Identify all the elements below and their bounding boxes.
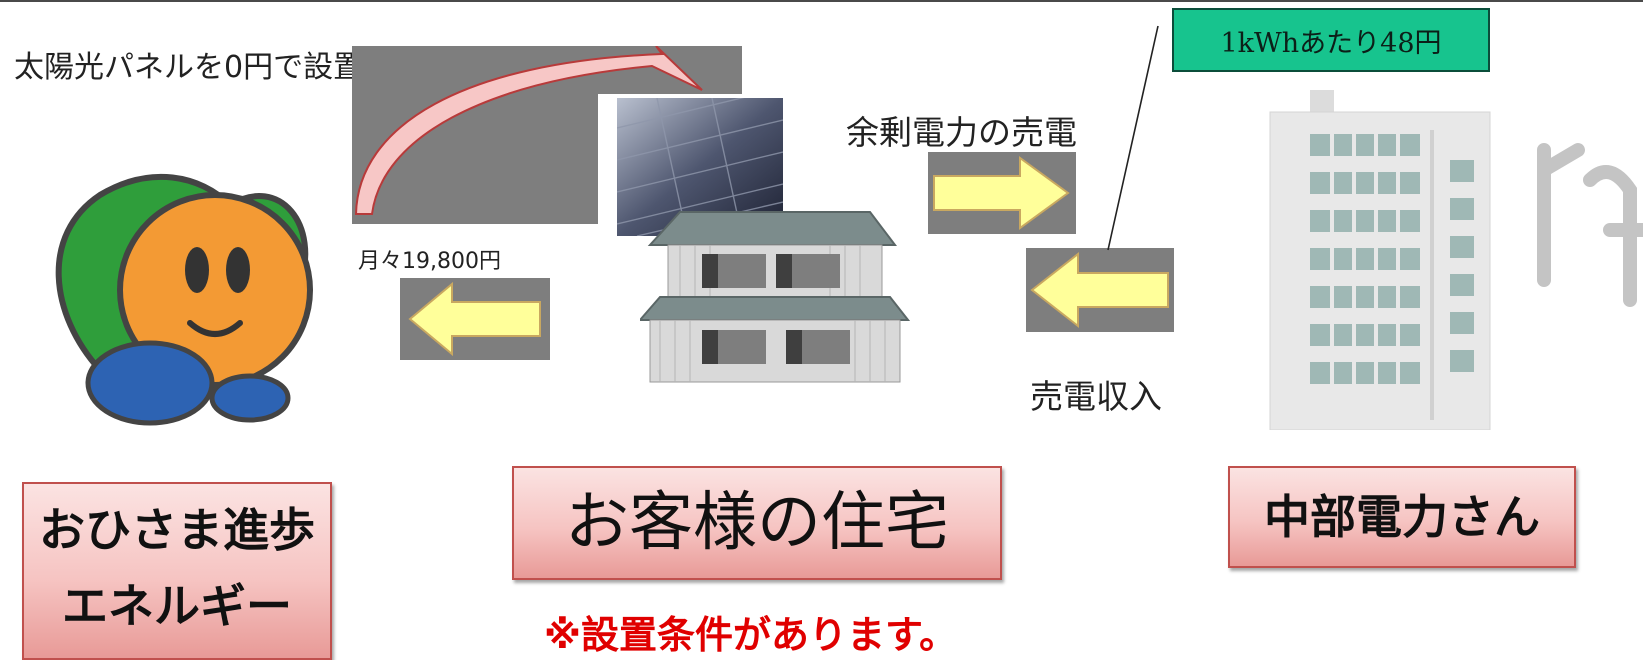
house-icon <box>640 211 910 383</box>
arrow-right-icon <box>933 156 1070 230</box>
utility-label: 中部電力さん <box>1228 466 1576 568</box>
curved-arrow-icon <box>354 46 703 215</box>
install-free-label: 太陽光パネルを0円で設置 <box>14 50 364 85</box>
rate-box: 1kWhあたり48円 <box>1172 8 1490 72</box>
surplus-sale-label: 余剰電力の売電 <box>846 113 1077 152</box>
building-icon <box>1269 90 1491 430</box>
company-label: おひさま進歩 エネルギー <box>22 482 332 660</box>
monthly-fee-label: 月々19,800円 <box>358 249 501 274</box>
partial-logo <box>1537 143 1643 307</box>
arrow-left-icon <box>408 281 541 357</box>
conditions-note: ※設置条件があります。 <box>544 613 958 657</box>
top-divider <box>0 0 1643 2</box>
customer-house-label: お客様の住宅 <box>512 466 1002 580</box>
mascot-icon <box>55 173 313 426</box>
arrow-left-icon <box>1030 251 1169 329</box>
callout-line <box>1107 25 1159 251</box>
sales-income-label: 売電収入 <box>1030 377 1162 416</box>
